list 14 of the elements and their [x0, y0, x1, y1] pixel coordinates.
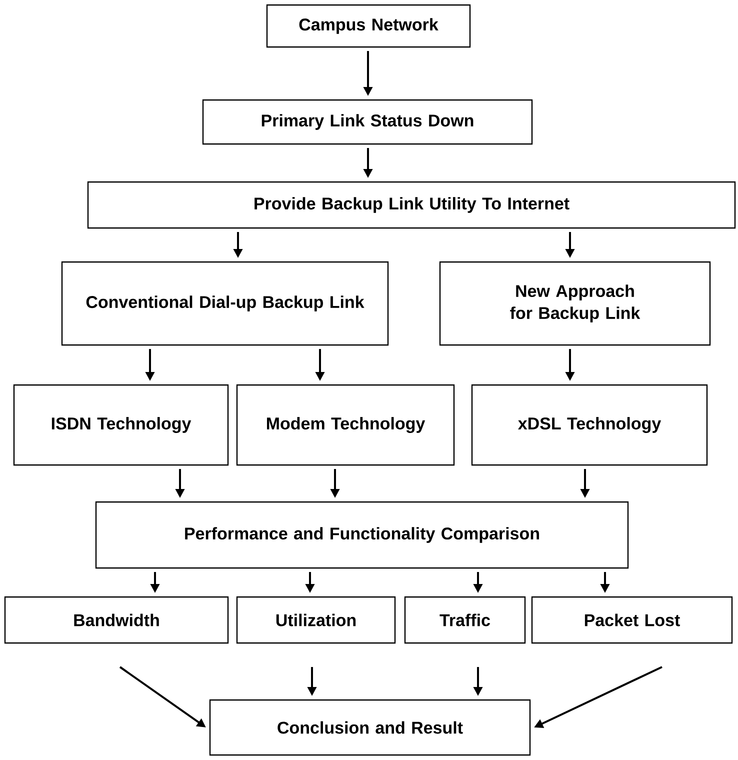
- process-box: New Approach for Backup Link: [439, 261, 711, 346]
- process-box: ISDN Technology: [13, 384, 229, 466]
- process-box: Utilization: [236, 596, 396, 644]
- process-box: Traffic: [404, 596, 526, 644]
- process-box: Modem Technology: [236, 384, 455, 466]
- process-box: Packet Lost: [531, 596, 733, 644]
- process-box: Primary Link Status Down: [202, 99, 533, 145]
- process-box: Provide Backup Link Utility To Internet: [87, 181, 736, 229]
- process-box: Conventional Dial-up Backup Link: [61, 261, 389, 346]
- process-box: Performance and Functionality Comparison: [95, 501, 629, 569]
- process-box: xDSL Technology: [471, 384, 708, 466]
- process-box: Conclusion and Result: [209, 699, 531, 756]
- process-box: Bandwidth: [4, 596, 229, 644]
- process-box: Campus Network: [266, 4, 471, 48]
